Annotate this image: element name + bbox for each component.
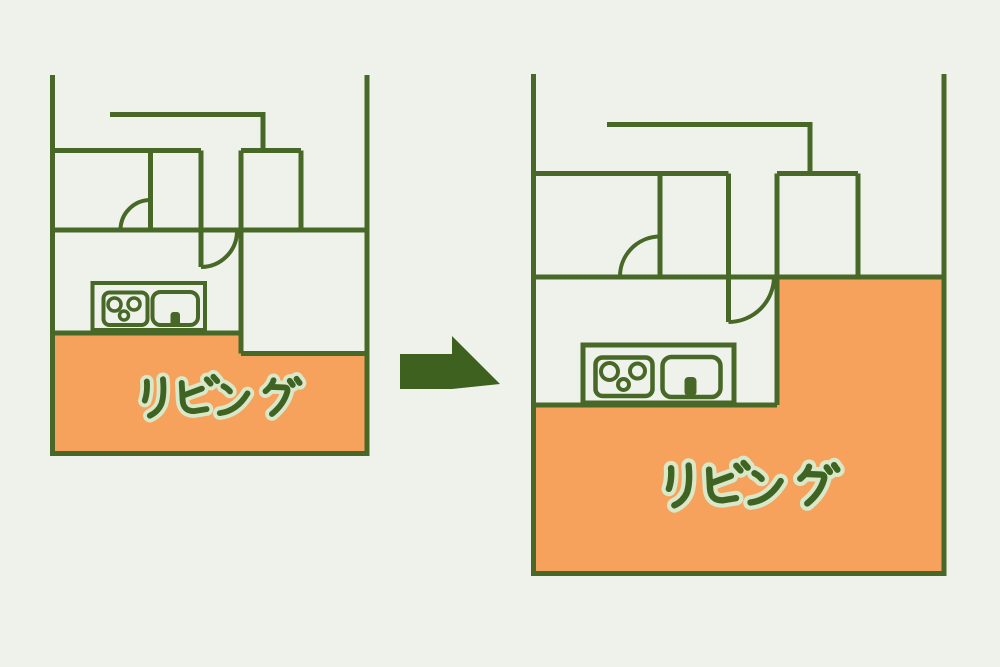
arrow-right-icon [400, 336, 500, 389]
living-room-area-after [533, 277, 944, 574]
floorplan-before [50, 75, 370, 456]
sink-icon [660, 354, 723, 400]
counter-outline [580, 342, 737, 406]
walls-before [50, 75, 370, 456]
transform-arrow [400, 336, 500, 389]
door-swing-icon-after-1 [618, 234, 661, 277]
walls-after [531, 74, 947, 576]
stove-icon [593, 355, 655, 399]
door-swing-icon-after-2 [728, 276, 776, 324]
faucet-icon [684, 377, 697, 396]
stove-icon [101, 290, 150, 327]
sink-icon [150, 290, 200, 327]
faucet-icon [170, 312, 180, 327]
kitchen-counter-after [580, 342, 737, 406]
floorplan-after [531, 74, 947, 576]
counter-outline [90, 281, 207, 332]
door-swing-icon-before-2 [200, 230, 239, 269]
living-room-area-before [52, 333, 367, 454]
door-swing-icon-before-1 [118, 198, 151, 231]
kitchen-counter-before [90, 281, 207, 332]
